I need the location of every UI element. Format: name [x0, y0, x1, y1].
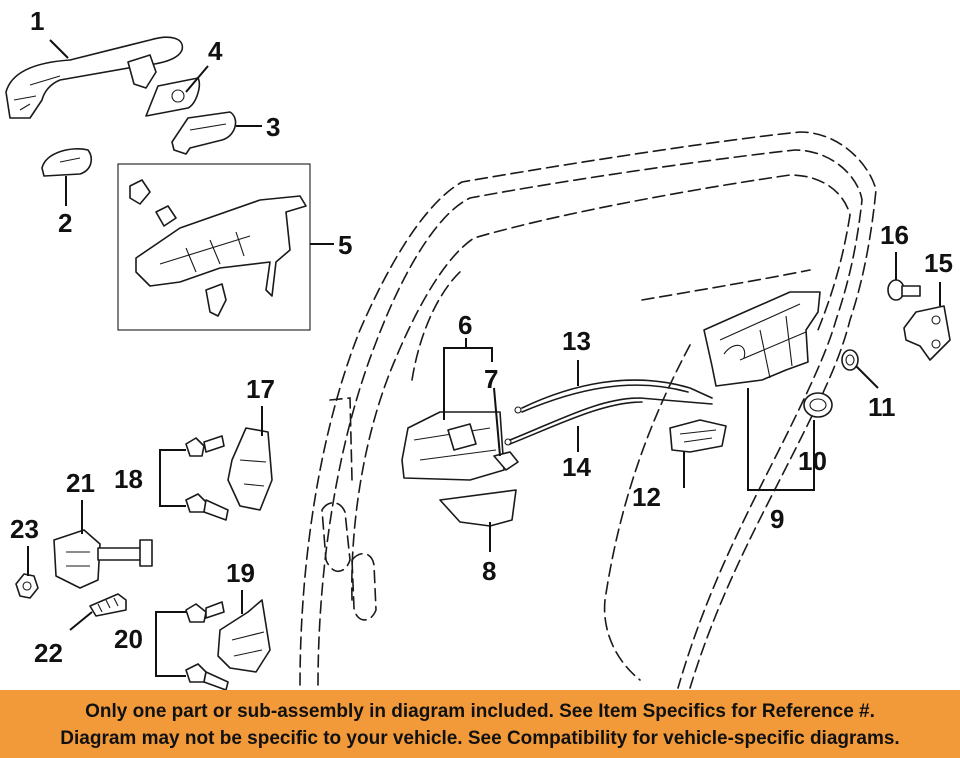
callout-numbers: 1 2 3 4 5 6 7 8 9 10 11 12 13 14 15 16 1…	[10, 6, 953, 668]
handle-frame-part	[117, 163, 311, 331]
striker-bolt-part	[887, 279, 921, 301]
callout-1: 1	[30, 6, 44, 36]
outside-handle-part	[5, 36, 184, 119]
check-bolt-part	[89, 593, 127, 617]
upper-hinge-part	[227, 427, 273, 511]
handle-bezel-part	[439, 489, 517, 527]
callout-15: 15	[924, 248, 953, 278]
callout-12: 12	[632, 482, 661, 512]
door-lock-assembly-part	[703, 291, 821, 387]
disclaimer-line-2: Diagram may not be specific to your vehi…	[60, 728, 900, 749]
callout-3: 3	[266, 112, 280, 142]
leader-lines	[27, 39, 941, 677]
disclaimer-banner: Only one part or sub-assembly in diagram…	[0, 690, 960, 758]
inside-handle-part	[401, 411, 519, 481]
callout-21: 21	[66, 468, 95, 498]
callout-18: 18	[114, 464, 143, 494]
callout-5: 5	[338, 230, 352, 260]
handle-pad-part	[171, 111, 237, 155]
lower-hinge-part	[217, 599, 271, 673]
disclaimer-line-1: Only one part or sub-assembly in diagram…	[85, 701, 875, 722]
seal-ring-part	[803, 392, 833, 418]
callout-6: 6	[458, 310, 472, 340]
callout-13: 13	[562, 326, 591, 356]
door-check-part	[53, 529, 153, 589]
parts-diagram: 1 2 3 4 5 6 7 8 9 10 11 12 13 14 15 16 1…	[5, 6, 953, 690]
callout-9: 9	[770, 504, 784, 534]
callout-16: 16	[880, 220, 909, 250]
door-outline	[299, 131, 877, 689]
callout-7: 7	[484, 364, 498, 394]
callout-8: 8	[482, 556, 496, 586]
release-cables	[504, 379, 713, 446]
callout-19: 19	[226, 558, 255, 588]
striker-part	[903, 305, 951, 361]
upper-hinge-bolts	[185, 435, 229, 521]
callout-17: 17	[246, 374, 275, 404]
lower-hinge-bolts	[185, 601, 229, 690]
callout-2: 2	[58, 208, 72, 238]
handle-cap-part	[41, 148, 93, 177]
callout-4: 4	[208, 36, 223, 66]
grommet-part	[841, 349, 859, 371]
callout-11: 11	[868, 392, 896, 422]
callout-20: 20	[114, 624, 143, 654]
callout-22: 22	[34, 638, 63, 668]
callout-10: 10	[798, 446, 827, 476]
handle-base-part	[145, 77, 201, 117]
callout-14: 14	[562, 452, 591, 482]
lock-bracket-part	[669, 419, 727, 453]
check-nut-part	[15, 573, 39, 599]
callout-23: 23	[10, 514, 39, 544]
